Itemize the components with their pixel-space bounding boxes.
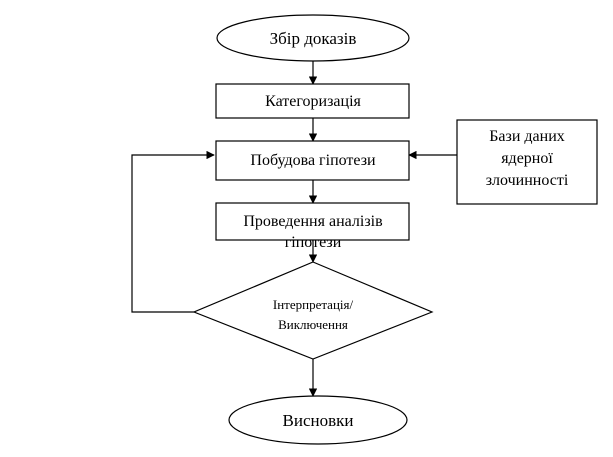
decision-diamond (192, 261, 434, 360)
decision-label-line1: Інтерпретація/ (273, 297, 354, 312)
database-box (456, 119, 598, 205)
analysis-label-line2: гіпотези (285, 234, 342, 251)
build-hypothesis-label: Побудова гіпотези (250, 152, 376, 169)
start-label: Збір доказів (270, 29, 357, 48)
categorize-box (215, 83, 410, 119)
start-terminator (216, 14, 410, 62)
analysis-label-line1: Проведення аналізів (243, 213, 383, 230)
build-hypothesis-box (215, 140, 410, 181)
database-label-line3: злочинності (486, 172, 569, 189)
decision-label-line2: Виключення (278, 317, 348, 332)
end-label: Висновки (283, 411, 354, 430)
analysis-box (215, 202, 410, 241)
database-label-line2: ядерної (501, 150, 553, 167)
feedback-loop-arrow (131, 150, 215, 313)
database-label-line1: Бази даних (489, 128, 565, 145)
categorize-label: Категоризація (265, 93, 361, 110)
end-terminator (228, 395, 408, 445)
